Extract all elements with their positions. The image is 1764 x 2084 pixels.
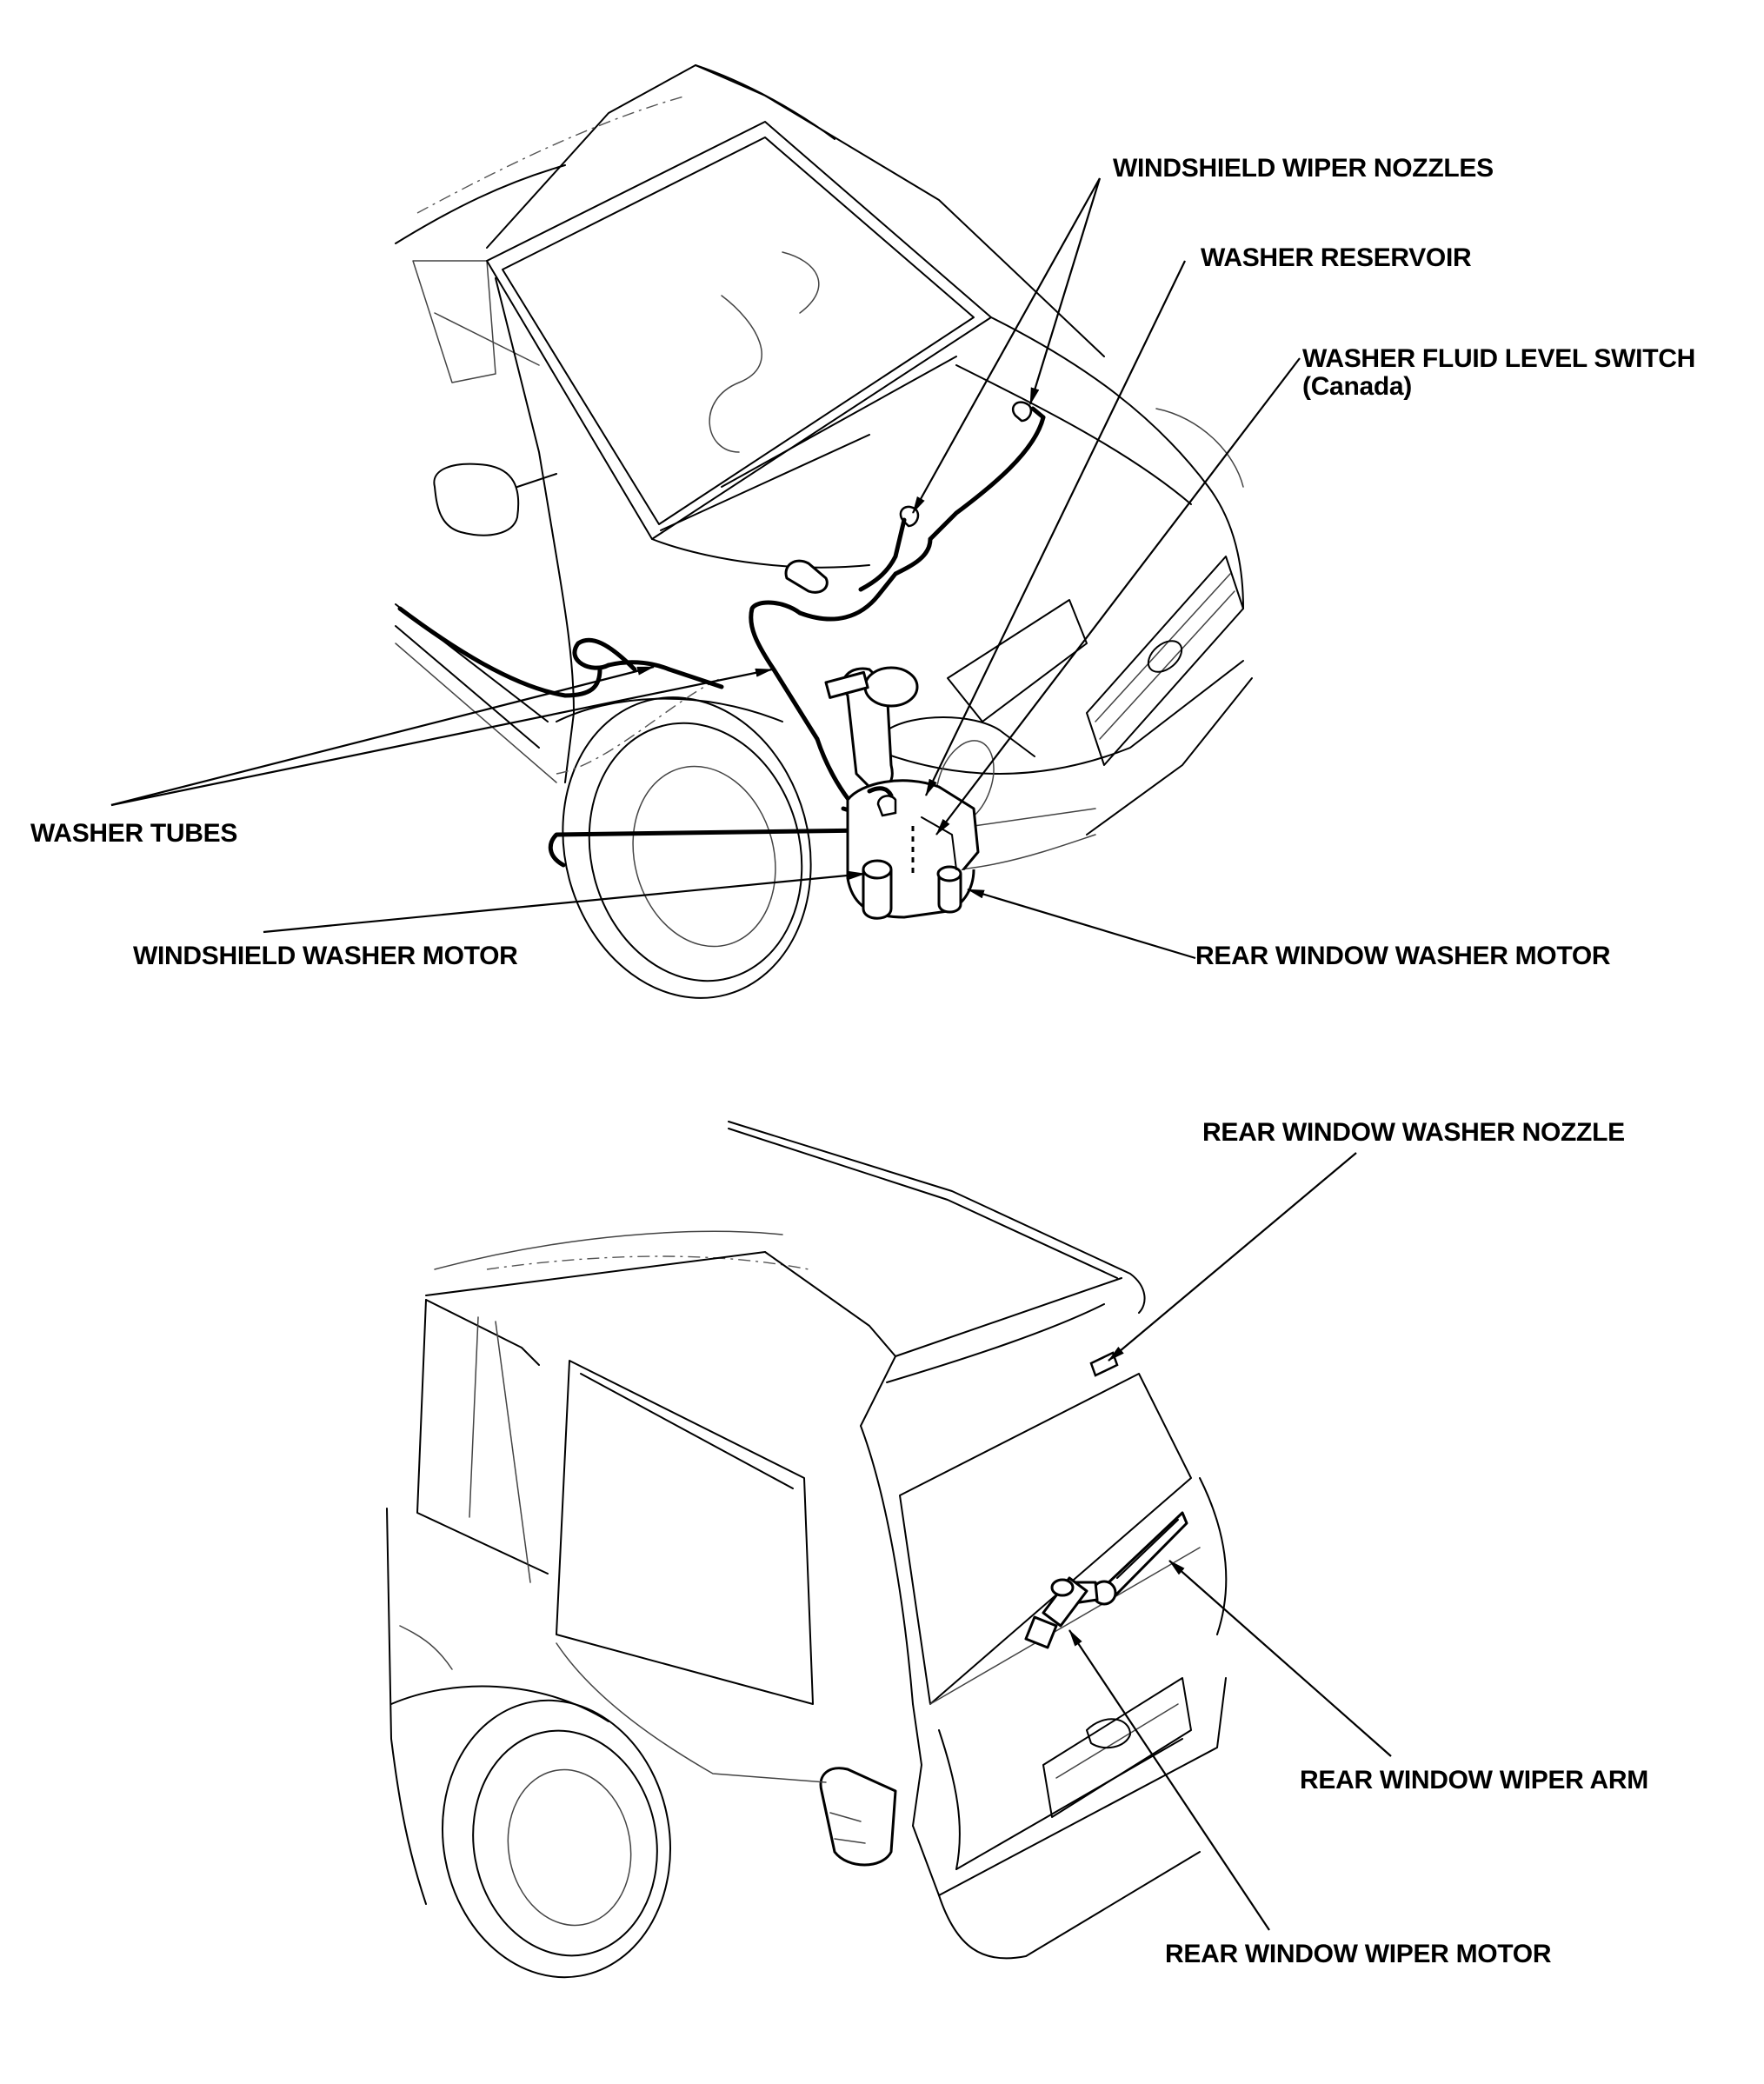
label-washer-fluid-level-switch-note: (Canada) xyxy=(1302,371,1412,401)
front-vehicle-illustration xyxy=(395,64,1253,999)
label-washer-tubes: WASHER TUBES xyxy=(30,819,238,848)
label-washer-reservoir: WASHER RESERVOIR xyxy=(1201,243,1472,272)
bottom-leader-lines xyxy=(1068,1152,1392,1931)
label-windshield-washer-motor: WINDSHIELD WASHER MOTOR xyxy=(133,942,518,970)
washer-system xyxy=(397,401,1046,920)
rear-vehicle-illustration xyxy=(386,1121,1228,1979)
label-rear-window-washer-nozzle: REAR WINDOW WASHER NOZZLE xyxy=(1202,1118,1625,1147)
top-leader-lines xyxy=(110,177,1301,960)
label-windshield-wiper-nozzles: WINDSHIELD WIPER NOZZLES xyxy=(1113,154,1494,183)
label-rear-window-wiper-motor: REAR WINDOW WIPER MOTOR xyxy=(1165,1940,1552,1968)
label-washer-fluid-level-switch: WASHER FLUID LEVEL SWITCH (Canada) xyxy=(1302,345,1695,400)
label-washer-fluid-level-switch-title: WASHER FLUID LEVEL SWITCH xyxy=(1302,344,1695,373)
label-rear-window-washer-motor: REAR WINDOW WASHER MOTOR xyxy=(1195,942,1611,970)
label-rear-window-wiper-arm: REAR WINDOW WIPER ARM xyxy=(1300,1766,1648,1794)
